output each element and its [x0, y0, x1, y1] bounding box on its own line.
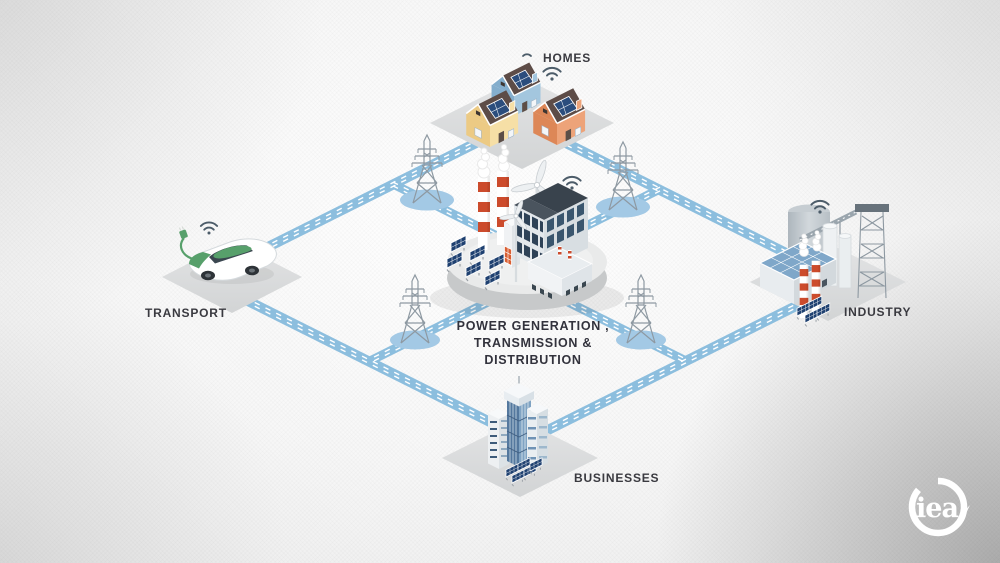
industry-label: INDUSTRY	[844, 305, 912, 319]
power-plant-illustration	[430, 143, 624, 318]
power-plant-chimney	[478, 176, 490, 250]
truss-tower	[855, 204, 889, 299]
smoke	[477, 147, 491, 179]
iea-logo-text: iea	[916, 493, 958, 524]
pylon-pads	[390, 189, 666, 350]
wifi-icon	[522, 53, 532, 57]
transport-label: TRANSPORT	[145, 306, 227, 320]
charging-cable	[179, 237, 194, 261]
turbine-hall	[526, 246, 594, 299]
iea-logo: iea	[908, 477, 970, 537]
charging-plug-icon	[179, 226, 188, 239]
businesses-illustration	[488, 376, 548, 487]
industry-illustration	[758, 199, 889, 327]
homes-label: HOMES	[543, 51, 592, 65]
roof-vent	[558, 246, 572, 260]
wifi-icon	[199, 221, 219, 236]
homes-illustration	[465, 53, 586, 148]
power-generation-label-line2: TRANSMISSION &	[473, 336, 593, 350]
power-generation-label: POWER GENERATION , TRANSMISSION & DISTRI…	[413, 318, 653, 369]
office-tower-left	[488, 408, 509, 469]
wind-turbine-small	[499, 200, 527, 282]
transport-illustration	[179, 221, 277, 284]
businesses-label: BUSINESSES	[574, 471, 660, 485]
power-generation-label-line1: POWER GENERATION ,	[456, 319, 610, 333]
electric-car	[179, 226, 277, 284]
power-generation-label-line3: DISTRIBUTION	[484, 353, 582, 367]
office-tower-right	[527, 403, 548, 468]
wifi-icon	[542, 66, 562, 82]
road-network	[244, 133, 804, 433]
